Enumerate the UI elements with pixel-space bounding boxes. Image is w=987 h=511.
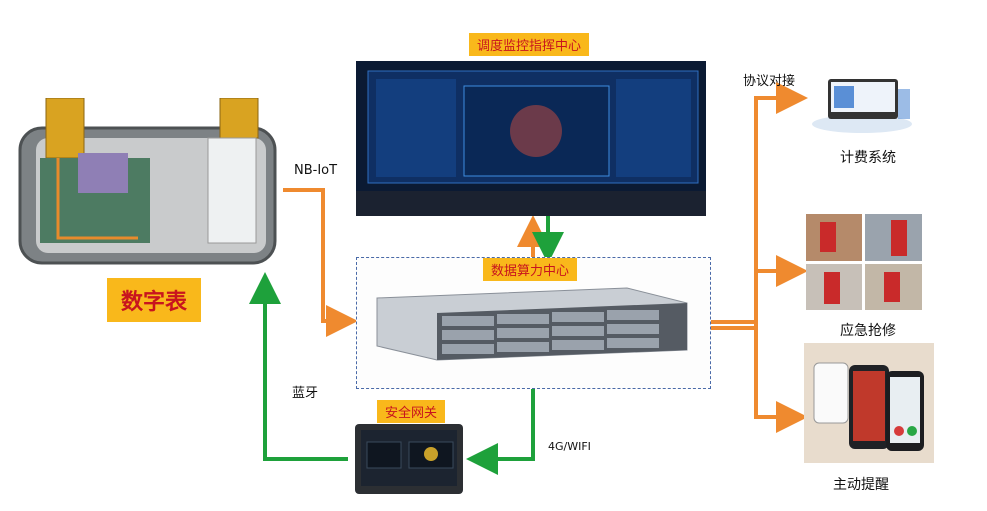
control-center-label: 调度监控指挥中心 xyxy=(469,33,590,56)
repair-label: 应急抢修 xyxy=(840,323,896,339)
control-center-screen-image xyxy=(356,61,706,216)
wifi-arrow xyxy=(466,387,535,475)
billing-system-image xyxy=(810,69,915,134)
remind-arrow xyxy=(709,326,808,433)
remind-label: 主动提醒 xyxy=(833,477,889,493)
meter-label: 数字表 xyxy=(107,278,202,322)
gateway-label: 安全网关 xyxy=(377,400,446,423)
bluetooth-label: 蓝牙 xyxy=(292,386,319,401)
active-reminder-image xyxy=(804,343,934,463)
data-center-label: 数据算力中心 xyxy=(483,258,578,281)
emergency-repair-image xyxy=(806,214,922,310)
wifi-label: 4G/WIFI xyxy=(548,440,591,453)
gateway-device-image xyxy=(355,420,463,498)
repair-arrow xyxy=(709,255,808,330)
billing-arrow xyxy=(709,82,808,324)
nbiot-label: NB-IoT xyxy=(294,163,338,178)
digital-meter-image xyxy=(18,97,278,268)
bluetooth-arrow xyxy=(249,272,348,461)
protocol-label: 协议对接 xyxy=(743,74,796,89)
billing-label: 计费系统 xyxy=(840,150,896,166)
nbiot-arrow xyxy=(283,188,358,337)
